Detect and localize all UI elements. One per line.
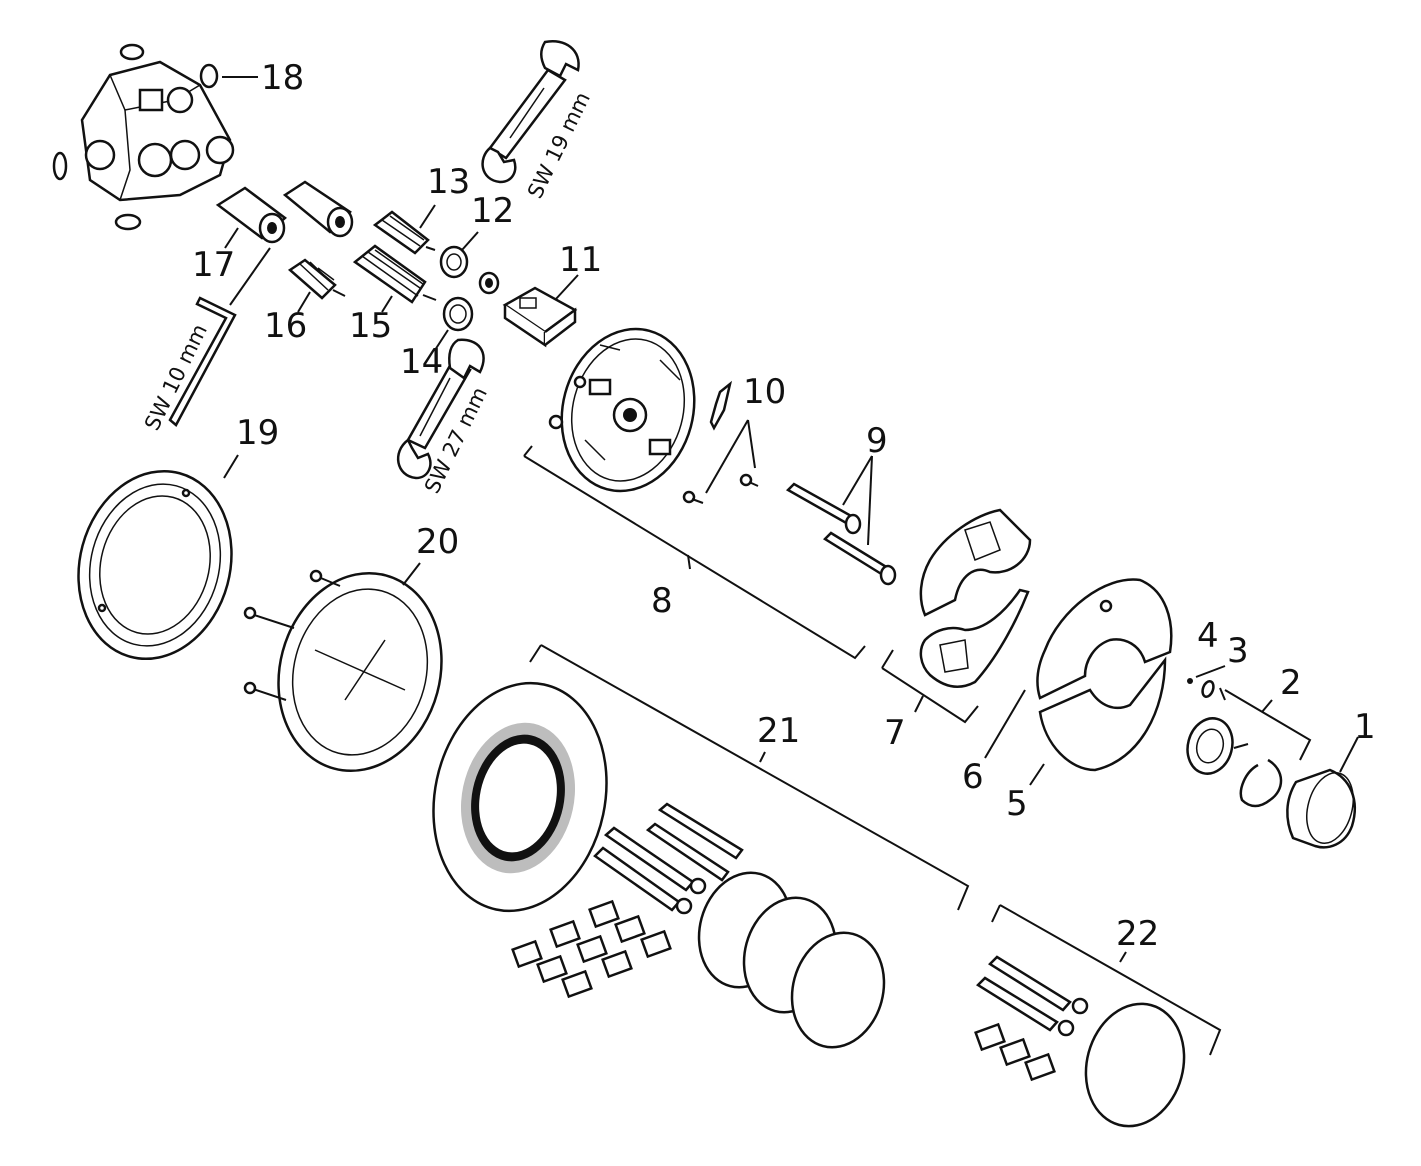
- label-20: 20: [416, 522, 459, 562]
- label-15: 15: [349, 306, 392, 346]
- part-12-nut: [439, 245, 469, 279]
- part-9-bolt-a: [785, 482, 862, 535]
- part-21-rods: [593, 802, 744, 915]
- bracket-22: [991, 904, 1222, 1056]
- part-14-nut: [442, 296, 474, 332]
- part-check-valve: [478, 271, 500, 295]
- label-1: 1: [1354, 707, 1376, 747]
- bracket-8: [523, 445, 866, 660]
- label-18: 18: [261, 58, 304, 98]
- part-11-bracket: [502, 286, 578, 348]
- bracket-21: [529, 644, 970, 911]
- label-8: 8: [651, 581, 673, 621]
- label-5: 5: [1006, 784, 1028, 824]
- label-12: 12: [471, 191, 514, 231]
- label-22: 22: [1116, 914, 1159, 954]
- part-10-clip: [709, 380, 733, 431]
- label-21: 21: [757, 711, 800, 751]
- part-1-knob: [1286, 768, 1357, 849]
- part-4-ball: [1187, 678, 1193, 684]
- part-21-clips: [511, 899, 672, 999]
- part-21-extension-rings: [697, 871, 886, 1049]
- label-16: 16: [264, 306, 307, 346]
- part-19-mounting-ring: [77, 469, 233, 661]
- label-7: 7: [884, 713, 906, 753]
- part-2-handle-ring: [1186, 717, 1249, 775]
- label-9: 9: [866, 421, 888, 461]
- part-17b-cartridge: [282, 180, 354, 238]
- part-20-housing: [243, 569, 443, 773]
- part-16-cartridge: [287, 258, 346, 300]
- part-5-escutcheon: [1036, 578, 1173, 772]
- part-18-valve-body: [52, 43, 235, 231]
- part-3-ring: [1201, 680, 1215, 698]
- label-6: 6: [962, 757, 984, 797]
- wrench-19-tool: [481, 39, 580, 184]
- allen-key-tool: [168, 296, 237, 427]
- bracket-2: [1219, 687, 1312, 761]
- bracket-7: [881, 649, 979, 724]
- part-17-cartridge: [215, 186, 287, 244]
- label-13: 13: [427, 162, 470, 202]
- label-14: 14: [400, 342, 443, 382]
- wrench-27-tool: [396, 338, 485, 480]
- label-4: 4: [1197, 616, 1219, 656]
- part-2-retaining-clip: [1239, 758, 1283, 808]
- part-7-escutcheon-halves: [919, 508, 1032, 688]
- part-22-extension-set: [974, 955, 1186, 1128]
- label-19: 19: [236, 413, 279, 453]
- label-2: 2: [1280, 663, 1302, 703]
- part-10-screw-b: [739, 473, 759, 487]
- label-10: 10: [743, 372, 786, 412]
- label-11: 11: [559, 240, 602, 280]
- label-17: 17: [192, 245, 235, 285]
- part-8-mounting-plate: [548, 327, 696, 493]
- part-9-bolt-b: [823, 531, 897, 586]
- part-21-plaster-shield: [432, 681, 608, 913]
- part-10-screw-a: [682, 490, 704, 504]
- label-3: 3: [1227, 631, 1249, 671]
- part-13-cartridge: [372, 210, 436, 255]
- part-15-thermostatic-cartridge: [352, 244, 437, 304]
